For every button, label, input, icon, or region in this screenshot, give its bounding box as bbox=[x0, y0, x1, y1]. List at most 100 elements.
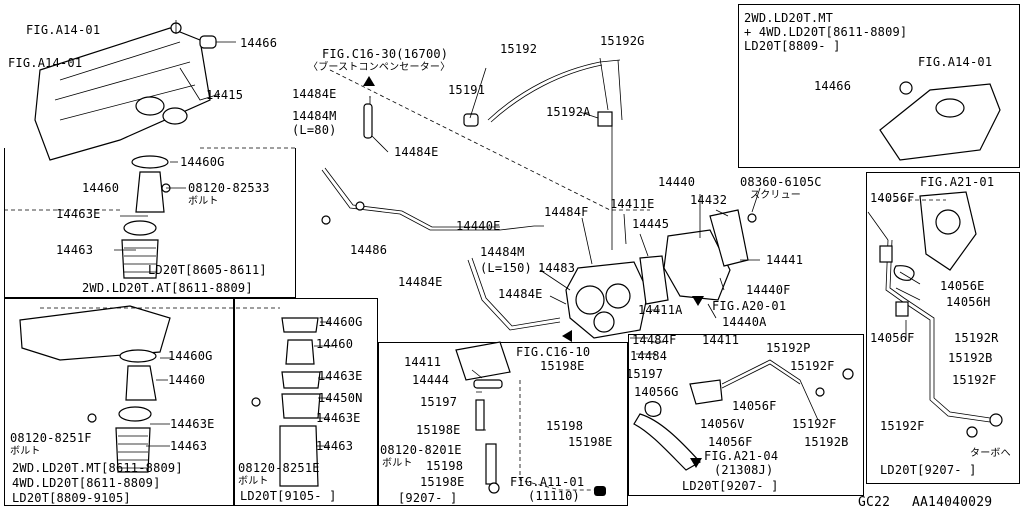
part-14415[interactable]: 14415 bbox=[206, 88, 244, 102]
part-14483[interactable]: 14483 bbox=[538, 261, 576, 275]
fig-ref-a11-01[interactable]: FIG.A11-01 bbox=[510, 475, 585, 489]
part-14460-a[interactable]: 14460 bbox=[82, 181, 120, 195]
part-14466[interactable]: 14466 bbox=[240, 36, 278, 50]
part-14484e-c[interactable]: 14484E bbox=[398, 275, 443, 289]
part-15198e-d[interactable]: 15198E bbox=[420, 475, 465, 489]
fig-ref-a21-01[interactable]: FIG.A21-01 bbox=[920, 175, 995, 189]
part-14463-c[interactable]: 14463 bbox=[170, 439, 208, 453]
part-14056v[interactable]: 14056V bbox=[700, 417, 745, 431]
fig-ref-a21-04[interactable]: FIG.A21-04 bbox=[704, 449, 779, 463]
part-14463e-c[interactable]: 14463E bbox=[316, 411, 361, 425]
part-14466-b[interactable]: 14466 bbox=[814, 79, 852, 93]
part-15191[interactable]: 15191 bbox=[448, 83, 486, 97]
fig-ref-a14-box[interactable]: FIG.A14-01 bbox=[918, 55, 993, 69]
part-15192a[interactable]: 15192A bbox=[546, 105, 591, 119]
part-14440[interactable]: 14440 bbox=[658, 175, 696, 189]
fig-ref-a20-01[interactable]: FIG.A20-01 bbox=[712, 299, 787, 313]
part-14463-b[interactable]: 14463 bbox=[316, 439, 354, 453]
part-15192g[interactable]: 15192G bbox=[600, 34, 645, 48]
part-14463e-b[interactable]: 14463E bbox=[318, 369, 363, 383]
part-15198e-a[interactable]: 15198E bbox=[540, 359, 585, 373]
arrow-icon bbox=[692, 296, 704, 306]
part-14484f-a[interactable]: 14484F bbox=[544, 205, 589, 219]
part-15198-b[interactable]: 15198 bbox=[426, 459, 464, 473]
part-15192f-b[interactable]: 15192F bbox=[792, 417, 837, 431]
part-14440a[interactable]: 14440A bbox=[722, 315, 767, 329]
part-14484e-a[interactable]: 14484E bbox=[292, 87, 337, 101]
part-15192b-b[interactable]: 15192B bbox=[948, 351, 993, 365]
part-14440e[interactable]: 14440E bbox=[456, 219, 501, 233]
frame-b-line2: 4WD.LD20T[8611-8809] bbox=[12, 476, 161, 490]
bolt-08120-8251f[interactable]: 08120-8251F bbox=[10, 431, 92, 445]
part-15192f-d[interactable]: 15192F bbox=[880, 419, 925, 433]
part-15198e-c[interactable]: 15198E bbox=[416, 423, 461, 437]
fig-ref-c16-10[interactable]: FIG.C16-10 bbox=[516, 345, 591, 359]
frame-f-line1: 2WD.LD20T.MT bbox=[744, 11, 834, 25]
part-14056f-b[interactable]: 14056F bbox=[708, 435, 753, 449]
part-15198[interactable]: 15198 bbox=[546, 419, 584, 433]
part-14411-b[interactable]: 14411 bbox=[404, 355, 442, 369]
part-14460g-a[interactable]: 14460G bbox=[180, 155, 225, 169]
bolt-08120-8201e[interactable]: 08120-8201E bbox=[380, 443, 462, 457]
part-14444[interactable]: 14444 bbox=[412, 373, 450, 387]
part-14450n[interactable]: 14450N bbox=[318, 391, 363, 405]
screw-08360-6105c[interactable]: 08360-6105C bbox=[740, 175, 822, 189]
arrow-icon bbox=[562, 330, 572, 342]
part-15192b-a[interactable]: 15192B bbox=[804, 435, 849, 449]
frame-b-line1: 2WD.LD20T.MT[8611-8809] bbox=[12, 461, 183, 475]
part-14463-a[interactable]: 14463 bbox=[56, 243, 94, 257]
part-15192r[interactable]: 15192R bbox=[954, 331, 999, 345]
part-14440f[interactable]: 14440F bbox=[746, 283, 791, 297]
part-14486[interactable]: 14486 bbox=[350, 243, 388, 257]
part-14411a[interactable]: 14411A bbox=[638, 303, 683, 317]
frame-ld20t-9105 bbox=[234, 298, 378, 506]
exhaust-manifold-top bbox=[34, 27, 211, 161]
part-14411-a[interactable]: 14411 bbox=[702, 333, 740, 347]
part-15192f-c[interactable]: 15192F bbox=[952, 373, 997, 387]
part-14484e-b[interactable]: 14484E bbox=[394, 145, 439, 159]
part-14463e-d[interactable]: 14463E bbox=[170, 417, 215, 431]
part-15192[interactable]: 15192 bbox=[500, 42, 538, 56]
part-14460g-c[interactable]: 14460G bbox=[168, 349, 213, 363]
part-14445[interactable]: 14445 bbox=[632, 217, 670, 231]
part-14460-c[interactable]: 14460 bbox=[168, 373, 206, 387]
arrow-icon bbox=[690, 458, 702, 468]
part-14056h[interactable]: 14056H bbox=[946, 295, 991, 309]
part-14056f-c[interactable]: 14056F bbox=[870, 191, 915, 205]
frame-ld20t-9207-c bbox=[866, 172, 1020, 484]
fig-ref-c16-30[interactable]: FIG.C16-30(16700) bbox=[322, 47, 449, 61]
part-14463e-a[interactable]: 14463E bbox=[56, 207, 101, 221]
part-15192f-a[interactable]: 15192F bbox=[790, 359, 835, 373]
part-14441[interactable]: 14441 bbox=[766, 253, 804, 267]
fig-ref-a14-mid[interactable]: FIG.A14-01 bbox=[8, 56, 83, 70]
part-14411e[interactable]: 14411E bbox=[610, 197, 655, 211]
part-14460-b[interactable]: 14460 bbox=[316, 337, 354, 351]
frame-2wd-mt-inset bbox=[738, 4, 1020, 168]
part-14484[interactable]: 14484 bbox=[630, 349, 668, 363]
length-150: (L=150) bbox=[480, 261, 532, 275]
part-14056f-a[interactable]: 14056F bbox=[732, 399, 777, 413]
part-15197-a[interactable]: 15197 bbox=[626, 367, 664, 381]
frame-d-date: [9207- ] bbox=[398, 491, 458, 505]
diagram-code-gc22: GC22 bbox=[858, 495, 891, 510]
part-15192p[interactable]: 15192P bbox=[766, 341, 811, 355]
part-15197-b[interactable]: 15197 bbox=[420, 395, 458, 409]
part-14484e-d[interactable]: 14484E bbox=[498, 287, 543, 301]
part-14460g-b[interactable]: 14460G bbox=[318, 315, 363, 329]
bolt-08120-82533[interactable]: 08120-82533 bbox=[188, 181, 270, 195]
part-15198e-b[interactable]: 15198E bbox=[568, 435, 613, 449]
part-14056e[interactable]: 14056E bbox=[940, 279, 985, 293]
frame-f-line2: + 4WD.LD20T[8611-8809] bbox=[744, 25, 908, 39]
part-14056g[interactable]: 14056G bbox=[634, 385, 679, 399]
bolt-label-a: ボルト bbox=[188, 196, 219, 207]
part-14432[interactable]: 14432 bbox=[690, 193, 728, 207]
part-14056f-d[interactable]: 14056F bbox=[870, 331, 915, 345]
fig-ref-a14-top[interactable]: FIG.A14-01 bbox=[26, 23, 101, 37]
bolt-08120-8251e[interactable]: 08120-8251E bbox=[238, 461, 320, 475]
part-14484m-b[interactable]: 14484M bbox=[480, 245, 525, 259]
frame-e-date: LD20T[9207- ] bbox=[682, 479, 779, 493]
part-14484m-a[interactable]: 14484M bbox=[292, 109, 337, 123]
diagram-code-aa: AA14040029 bbox=[912, 495, 993, 510]
part-14484f-b[interactable]: 14484F bbox=[632, 333, 677, 347]
